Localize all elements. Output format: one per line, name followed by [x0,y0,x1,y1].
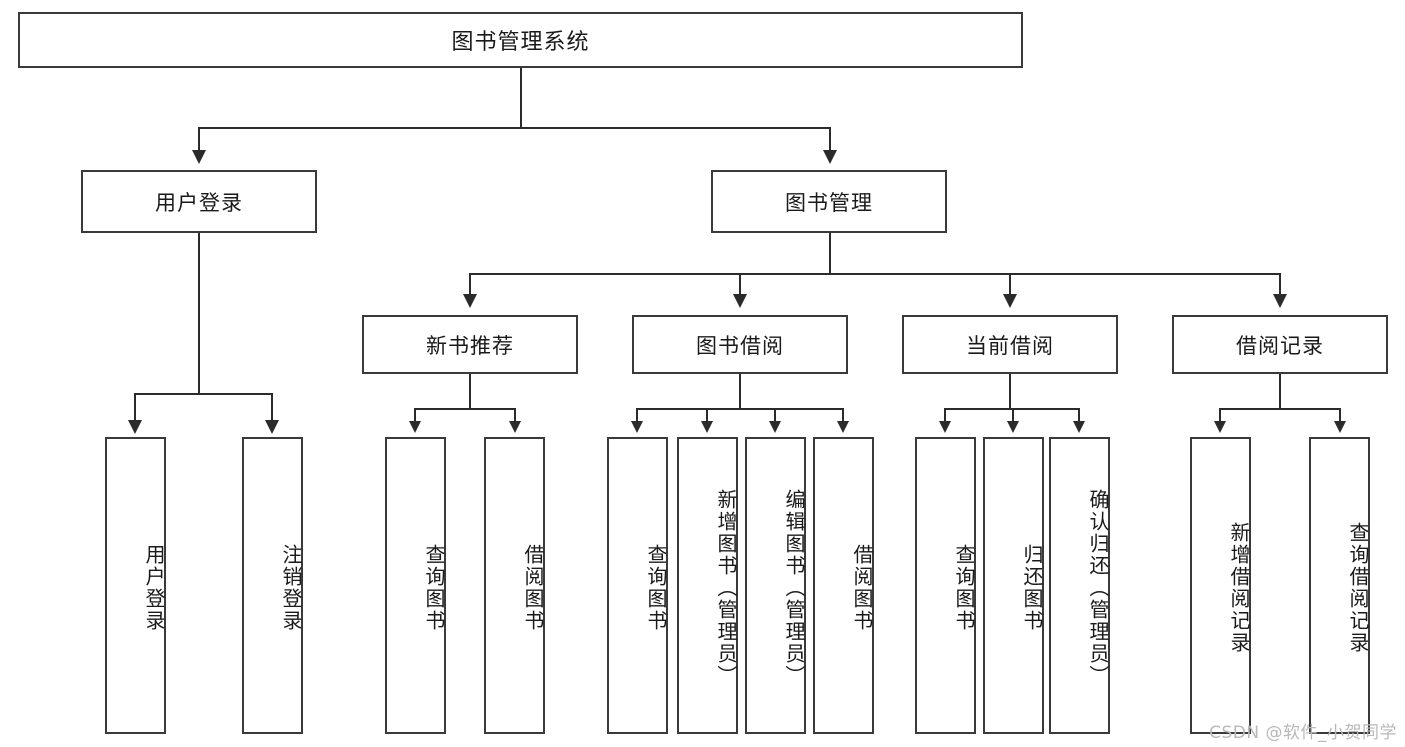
arrow-to-leaf-query-book-2 [631,421,643,433]
node-label: 查询图书 [422,543,446,632]
connector-book-borrow-stem [739,374,741,409]
arrow-to-current-borrow [1003,294,1017,308]
arrow-to-new-book-recommend [463,294,477,308]
connector-root-bus [198,127,831,129]
node-label: 图书管理系统 [451,30,590,55]
arrow-to-user-login [192,150,206,164]
leaf-user-logout[interactable]: 注销登录 [242,437,303,734]
arrow-to-leaf-query-record [1334,421,1346,433]
leaf-borrow-book-1[interactable]: 借阅图书 [484,437,545,734]
connector-book-manage-stem [829,233,831,274]
leaf-confirm-return[interactable]: 确认归还（管理员） [1049,437,1110,734]
node-label: 查询图书 [644,543,668,632]
node-book-borrow[interactable]: 图书借阅 [632,315,848,374]
connector-user-login-stem [198,233,200,394]
node-root-system[interactable]: 图书管理系统 [18,12,1023,68]
node-label: 用户登录 [142,543,166,632]
connector-user-login-right [271,393,273,421]
connector-current-borrow-stem [1009,374,1011,409]
node-label: 借阅记录 [1236,333,1324,358]
connector-new-book-bus [414,408,515,410]
leaf-borrow-book-2[interactable]: 借阅图书 [813,437,874,734]
connector-root-to-user-login [198,127,200,151]
node-label: 新增图书（管理员） [714,488,738,687]
arrow-to-book-manage [823,150,837,164]
connector-book-manage-bus [469,273,1280,275]
node-book-manage[interactable]: 图书管理 [711,170,947,233]
node-label: 当前借阅 [966,333,1054,358]
arrow-to-leaf-borrow-book-2 [837,421,849,433]
connector-bb-4 [842,408,844,422]
arrow-to-leaf-confirm-return [1073,421,1085,433]
leaf-query-book-1[interactable]: 查询图书 [385,437,446,734]
connector-new-book-stem [469,374,471,409]
connector-br-right [1339,408,1341,422]
arrow-to-leaf-query-book-1 [409,421,421,433]
node-label: 新书推荐 [426,333,514,358]
arrow-to-leaf-add-book [701,421,713,433]
leaf-return-book[interactable]: 归还图书 [983,437,1044,734]
connector-bb-1 [636,408,638,422]
arrow-to-leaf-query-book-3 [939,421,951,433]
arrow-to-borrow-record [1273,294,1287,308]
connector-br-left [1219,408,1221,422]
node-current-borrow[interactable]: 当前借阅 [902,315,1118,374]
connector-bm-to-book-borrow [739,273,741,295]
node-label: 用户登录 [155,190,243,215]
connector-bb-2 [706,408,708,422]
leaf-user-login[interactable]: 用户登录 [105,437,166,734]
node-user-login[interactable]: 用户登录 [81,170,317,233]
arrow-to-leaf-user-logout [265,420,279,434]
csdn-watermark: CSDN @软件_小贺同学 [1209,723,1397,743]
leaf-query-book-2[interactable]: 查询图书 [607,437,668,734]
leaf-add-record[interactable]: 新增借阅记录 [1190,437,1251,734]
connector-root-stem [520,68,522,128]
connector-user-login-left [134,393,136,421]
connector-bm-to-borrow-record [1279,273,1281,295]
connector-root-to-book-manage [829,127,831,151]
node-label: 查询借阅记录 [1346,521,1370,654]
node-borrow-record[interactable]: 借阅记录 [1172,315,1388,374]
leaf-query-record[interactable]: 查询借阅记录 [1309,437,1370,734]
node-label: 借阅图书 [521,543,545,632]
node-label: 注销登录 [279,543,303,632]
node-label: 借阅图书 [850,543,874,632]
connector-cb-1 [944,408,946,422]
connector-bm-to-current-borrow [1009,273,1011,295]
connector-bm-to-new-book [469,273,471,295]
connector-user-login-bus [134,393,271,395]
connector-borrow-record-stem [1279,374,1281,409]
connector-cb-3 [1078,408,1080,422]
node-label: 图书管理 [785,190,873,215]
node-new-book-recommend[interactable]: 新书推荐 [362,315,578,374]
arrow-to-leaf-user-login [128,420,142,434]
node-label: 归还图书 [1020,543,1044,632]
connector-nb-right [514,408,516,422]
arrow-to-leaf-borrow-book-1 [509,421,521,433]
connector-borrow-record-bus [1219,408,1340,410]
leaf-query-book-3[interactable]: 查询图书 [915,437,976,734]
connector-bb-3 [774,408,776,422]
connector-book-borrow-bus [636,408,844,410]
leaf-edit-book[interactable]: 编辑图书（管理员） [745,437,806,734]
node-label: 新增借阅记录 [1227,521,1251,654]
arrow-to-leaf-return-book [1007,421,1019,433]
node-label: 查询图书 [952,543,976,632]
node-label: 编辑图书（管理员） [782,488,806,687]
arrow-to-book-borrow [733,294,747,308]
connector-nb-left [414,408,416,422]
connector-cb-2 [1012,408,1014,422]
node-label: 图书借阅 [696,333,784,358]
arrow-to-leaf-add-record [1214,421,1226,433]
node-label: 确认归还（管理员） [1086,488,1110,687]
arrow-to-leaf-edit-book [769,421,781,433]
leaf-add-book[interactable]: 新增图书（管理员） [677,437,738,734]
